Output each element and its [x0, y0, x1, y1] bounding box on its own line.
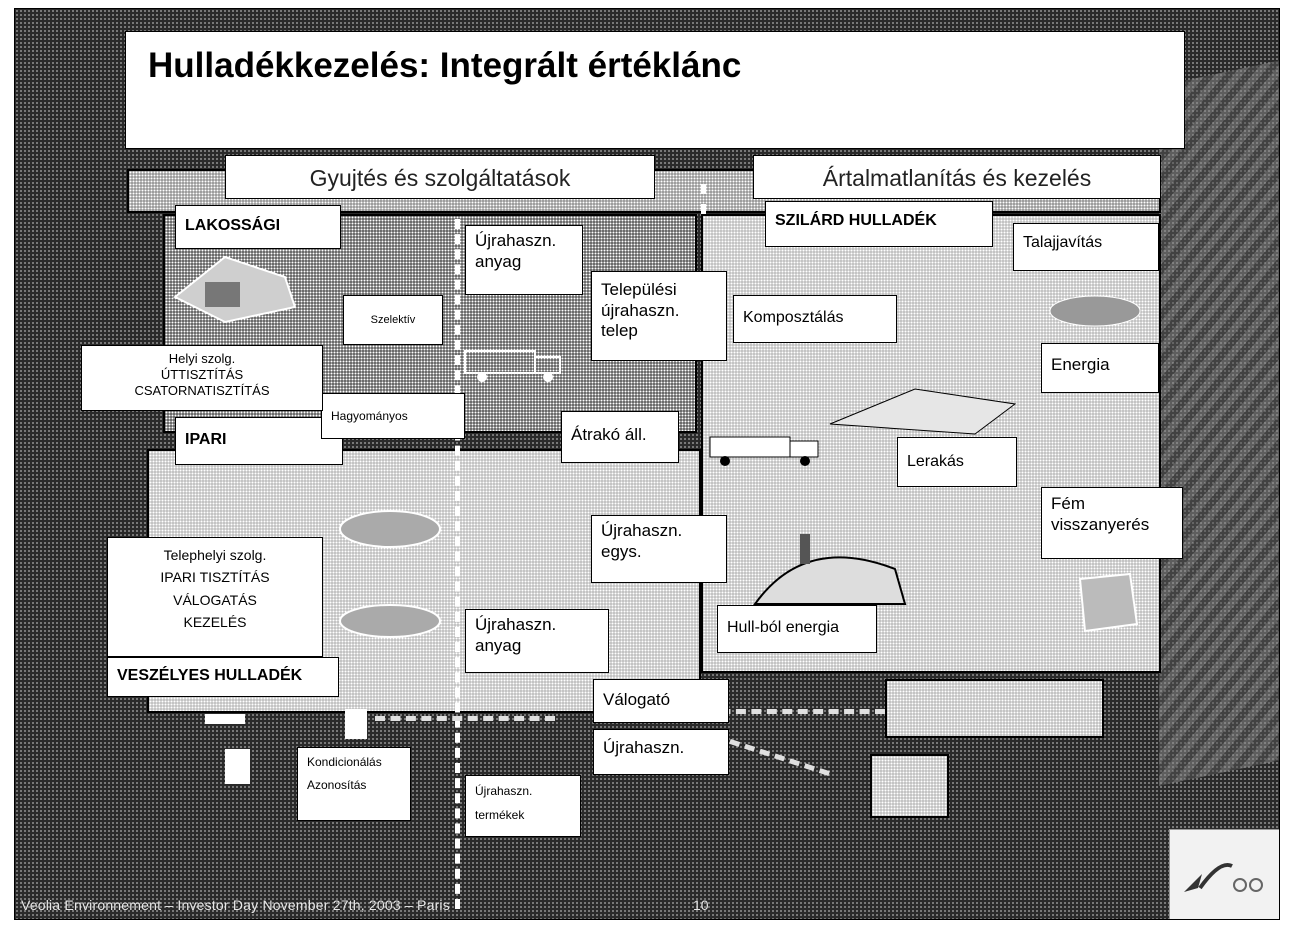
- soil-icon: [1049, 295, 1141, 327]
- label-traditional: Hagyományos: [321, 393, 465, 439]
- truck-icon: [709, 436, 819, 466]
- dashed-divider-left: [455, 219, 460, 909]
- dashed-divider-top: [701, 184, 706, 214]
- label-recyclable-material-1: Újrahaszn. anyag: [465, 225, 583, 295]
- product-panel: [870, 754, 949, 818]
- label-metal-recovery: Fém visszanyerés: [1041, 487, 1183, 559]
- label-recyclable-material-2: Újrahaszn. anyag: [465, 609, 609, 673]
- label-landfill: Lerakás: [897, 437, 1017, 487]
- decorative-stripes: [1159, 51, 1279, 787]
- label-conditioning: Kondicionálás Azonosítás: [297, 747, 411, 821]
- label-recycling-unit: Újrahaszn. egys.: [591, 515, 727, 583]
- logo-mark-icon: [1184, 863, 1263, 892]
- landfill-illustration: [829, 388, 1017, 435]
- flow-arrow: [705, 709, 885, 714]
- label-recycling: Újrahaszn.: [593, 729, 729, 775]
- slide-title: Hulladékkezelés: Integrált értéklánc: [148, 46, 742, 85]
- footer-text: Veolia Environnement – Investor Day Nove…: [21, 897, 450, 913]
- label-selective: Szelektív: [343, 295, 443, 345]
- label-local-services: Helyi szolg. ÚTTISZTÍTÁS CSATORNATISZTÍT…: [81, 345, 323, 411]
- header-collection: Gyujtés és szolgáltatások: [225, 155, 655, 199]
- label-residential: LAKOSSÁGI: [175, 205, 341, 249]
- label-hazardous: VESZÉLYES HULLADÉK: [107, 657, 339, 697]
- header-treatment: Ártalmatlanítás és kezelés: [753, 155, 1161, 199]
- barrels-illustration: [205, 709, 367, 784]
- label-site-services: Telephelyi szolg. IPARI TISZTÍTÁS VÁLOGA…: [107, 537, 323, 657]
- label-industrial: IPARI: [175, 417, 343, 465]
- label-waste-to-energy: Hull-ból energia: [717, 605, 877, 653]
- label-sorting: Válogató: [593, 679, 729, 723]
- incinerator-illustration: [753, 534, 907, 605]
- label-energy: Energia: [1041, 343, 1159, 393]
- container-icon: [339, 510, 441, 548]
- flow-arrow: [375, 716, 555, 721]
- output-panel: [885, 679, 1104, 738]
- label-recycled-products: Újrahaszn. termékek: [465, 775, 581, 837]
- title-box: Hulladékkezelés: Integrált értéklánc: [125, 31, 1185, 149]
- house-illustration: [173, 255, 297, 324]
- flow-arrow: [714, 734, 830, 776]
- label-composting: Komposztálás: [733, 295, 897, 343]
- label-solid-waste: SZILÁRD HULLADÉK: [765, 201, 993, 247]
- company-logo: [1169, 829, 1279, 919]
- label-municipal-recycling: Települési újrahaszn. telep: [591, 271, 727, 361]
- metal-icon: [1078, 572, 1139, 633]
- container-icon: [339, 604, 441, 638]
- truck-icon: [464, 350, 561, 382]
- slide: Hulladékkezelés: Integrált értéklánc: [14, 8, 1280, 920]
- label-soil-improvement: Talajjavítás: [1013, 223, 1159, 271]
- page-number: 10: [693, 897, 709, 913]
- label-transfer-station: Átrakó áll.: [561, 411, 679, 463]
